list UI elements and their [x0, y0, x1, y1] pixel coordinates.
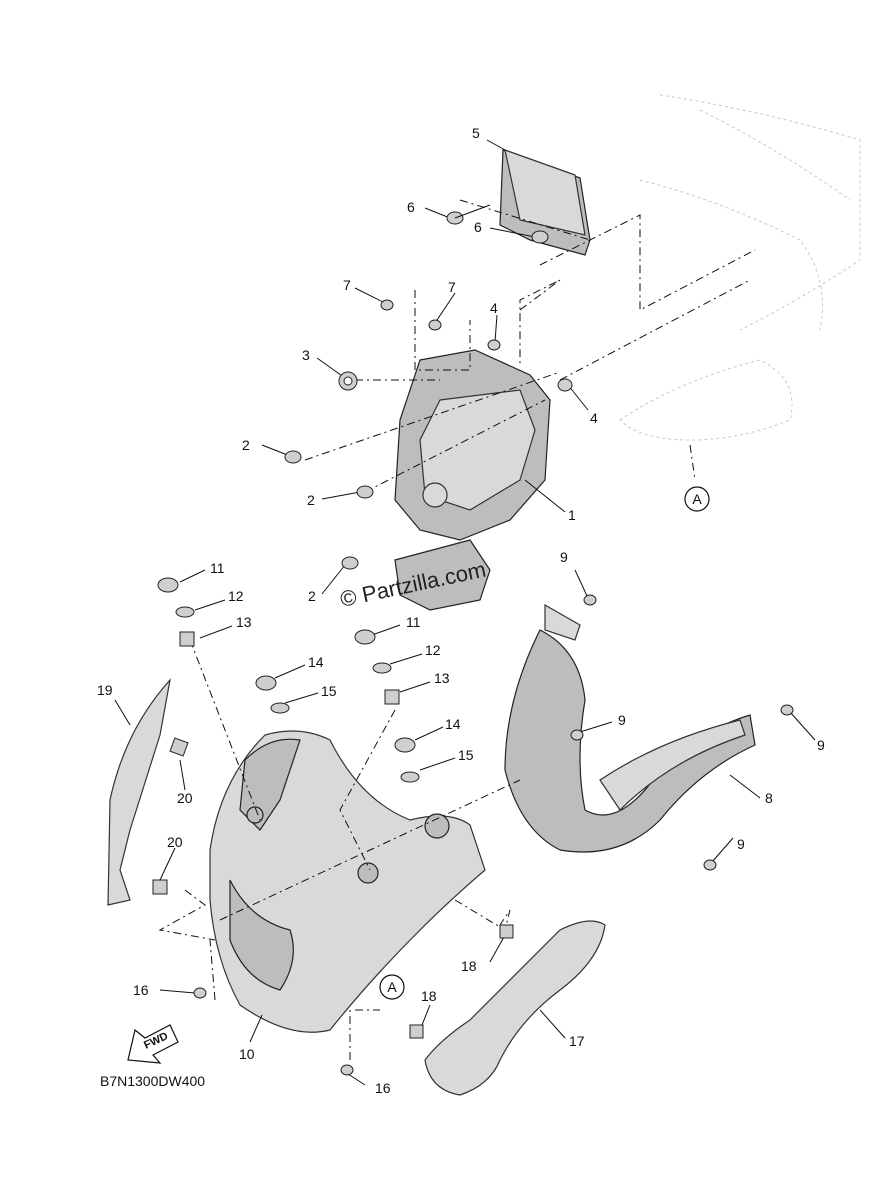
bolt-7b[interactable] [428, 319, 442, 331]
callout-2[interactable]: 2 [308, 588, 316, 604]
washer-15a[interactable] [270, 702, 290, 714]
clip-18b[interactable] [409, 1024, 424, 1039]
bolt-2a[interactable] [284, 450, 302, 464]
bolt-9b[interactable] [570, 729, 584, 741]
screw-11a[interactable] [157, 577, 179, 593]
assembly-lines [158, 199, 756, 1060]
callout-12[interactable]: 12 [228, 588, 244, 604]
callout-6[interactable]: 6 [474, 219, 482, 235]
part-10-front-cowling[interactable] [209, 730, 486, 1033]
callout-16[interactable]: 16 [133, 982, 149, 998]
callout-19[interactable]: 19 [97, 682, 113, 698]
callout-17[interactable]: 17 [569, 1033, 585, 1049]
callout-numbers: 5 6 6 7 7 4 3 2 2 2 4 1 9 9 9 8 9 11 12 … [97, 125, 825, 1096]
bolt-6a[interactable] [446, 204, 491, 225]
callout-13[interactable]: 13 [236, 614, 252, 630]
ghost-body-outline [619, 94, 861, 441]
ref-marker-label: A [387, 979, 397, 995]
callout-16[interactable]: 16 [375, 1080, 391, 1096]
callout-20[interactable]: 20 [167, 834, 183, 850]
part-19-side-panel[interactable] [107, 678, 171, 906]
callout-15[interactable]: 15 [321, 683, 337, 699]
callout-8[interactable]: 8 [765, 790, 773, 806]
bolt-9c[interactable] [780, 704, 794, 716]
screw-11b[interactable] [354, 629, 376, 645]
screw-14b[interactable] [394, 737, 416, 753]
grommet-3[interactable] [338, 371, 358, 391]
callout-1[interactable]: 1 [568, 507, 576, 523]
fwd-arrow: FWD [127, 1024, 179, 1064]
hardware [152, 204, 794, 1076]
callout-9[interactable]: 9 [560, 549, 568, 565]
ref-marker-a-lower: A [379, 974, 405, 1000]
bolt-16a[interactable] [193, 987, 207, 999]
callout-5[interactable]: 5 [472, 125, 480, 141]
callout-11[interactable]: 11 [210, 560, 225, 576]
callout-leaders [114, 139, 816, 1086]
callout-2[interactable]: 2 [242, 437, 250, 453]
part-8-inner-duct[interactable] [504, 603, 756, 853]
callout-4[interactable]: 4 [590, 410, 598, 426]
callout-10[interactable]: 10 [239, 1046, 255, 1062]
callout-14[interactable]: 14 [445, 716, 461, 732]
callout-7[interactable]: 7 [448, 279, 456, 295]
callout-2[interactable]: 2 [307, 492, 315, 508]
screw-14a[interactable] [255, 675, 277, 691]
ref-marker-label: A [692, 491, 702, 507]
bolt-2c[interactable] [341, 556, 359, 570]
callout-7[interactable]: 7 [343, 277, 351, 293]
callout-9[interactable]: 9 [737, 836, 745, 852]
collar-13b[interactable] [384, 689, 400, 705]
washer-12b[interactable] [372, 662, 392, 674]
callout-15[interactable]: 15 [458, 747, 474, 763]
bolt-9d[interactable] [703, 859, 717, 871]
clip-18a[interactable] [499, 924, 514, 939]
callout-18[interactable]: 18 [461, 958, 477, 974]
nut-4a[interactable] [487, 339, 501, 351]
callout-4[interactable]: 4 [490, 300, 498, 316]
callout-13[interactable]: 13 [434, 670, 450, 686]
part-17-lower-cover[interactable] [424, 920, 606, 1096]
callout-3[interactable]: 3 [302, 347, 310, 363]
diagram-code: B7N1300DW400 [100, 1073, 205, 1089]
bolt-6b[interactable] [531, 230, 549, 244]
part-5-ecu[interactable] [499, 149, 591, 256]
callout-11[interactable]: 11 [406, 614, 421, 630]
collar-13a[interactable] [179, 631, 195, 647]
callout-9[interactable]: 9 [618, 712, 626, 728]
callout-9[interactable]: 9 [817, 737, 825, 753]
clip-20a[interactable] [169, 737, 189, 757]
callout-18[interactable]: 18 [421, 988, 437, 1004]
washer-12a[interactable] [175, 606, 195, 618]
washer-15b[interactable] [400, 771, 420, 783]
part-1-headlight[interactable] [394, 349, 551, 611]
bolt-16b[interactable] [340, 1064, 354, 1076]
bolt-9a[interactable] [583, 594, 597, 606]
callout-6[interactable]: 6 [407, 199, 415, 215]
callout-20[interactable]: 20 [177, 790, 193, 806]
callout-12[interactable]: 12 [425, 642, 441, 658]
ref-marker-a-upper: A [684, 486, 710, 512]
bolt-2b[interactable] [356, 485, 374, 499]
nut-4b[interactable] [557, 378, 573, 392]
bolt-7a[interactable] [380, 299, 394, 311]
callout-14[interactable]: 14 [308, 654, 324, 670]
clip-20b[interactable] [152, 879, 168, 895]
